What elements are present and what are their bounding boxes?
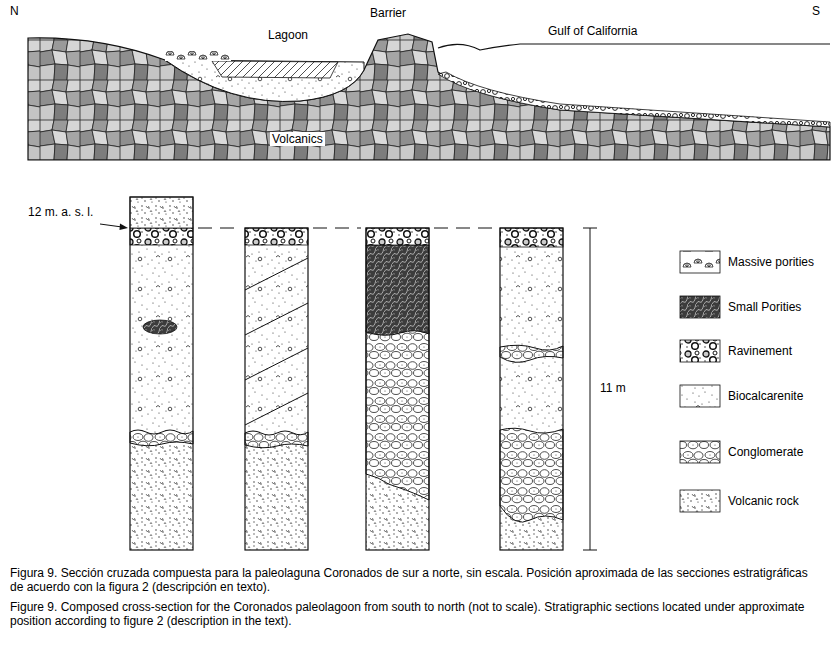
environment-label: Lagoon bbox=[268, 28, 308, 42]
compass-south: S bbox=[812, 4, 820, 18]
stratigraphic-column bbox=[500, 228, 563, 550]
environment-label: Gulf of California bbox=[548, 24, 637, 38]
compass-north: N bbox=[10, 4, 19, 18]
legend-label: Volcanic rock bbox=[728, 494, 799, 508]
rock-label: Volcanics bbox=[270, 132, 325, 146]
thickness-bracket bbox=[583, 228, 597, 550]
elevation-label: 12 m. a. s. l. bbox=[28, 205, 93, 219]
legend-swatches bbox=[680, 251, 720, 512]
legend-label: Conglomerate bbox=[728, 445, 803, 459]
elevation-arrow bbox=[100, 224, 128, 231]
stratigraphic-column bbox=[130, 197, 193, 550]
thickness-label: 11 m bbox=[598, 381, 628, 395]
legend-label: Biocalcarenite bbox=[728, 389, 803, 403]
legend-label: Ravinement bbox=[728, 344, 792, 358]
stratigraphic-column bbox=[245, 228, 308, 550]
caption: Figura 9. Sección cruzada compuesta para… bbox=[10, 566, 823, 594]
environment-label: Barrier bbox=[370, 6, 406, 20]
datum-line bbox=[198, 228, 495, 229]
cross-section bbox=[28, 34, 830, 160]
legend-label: Small Porities bbox=[728, 300, 801, 314]
caption-english: Figure 9. Composed cross-section for the… bbox=[10, 600, 823, 628]
stratigraphic-column bbox=[366, 228, 429, 550]
legend-label: Massive porities bbox=[728, 255, 814, 269]
